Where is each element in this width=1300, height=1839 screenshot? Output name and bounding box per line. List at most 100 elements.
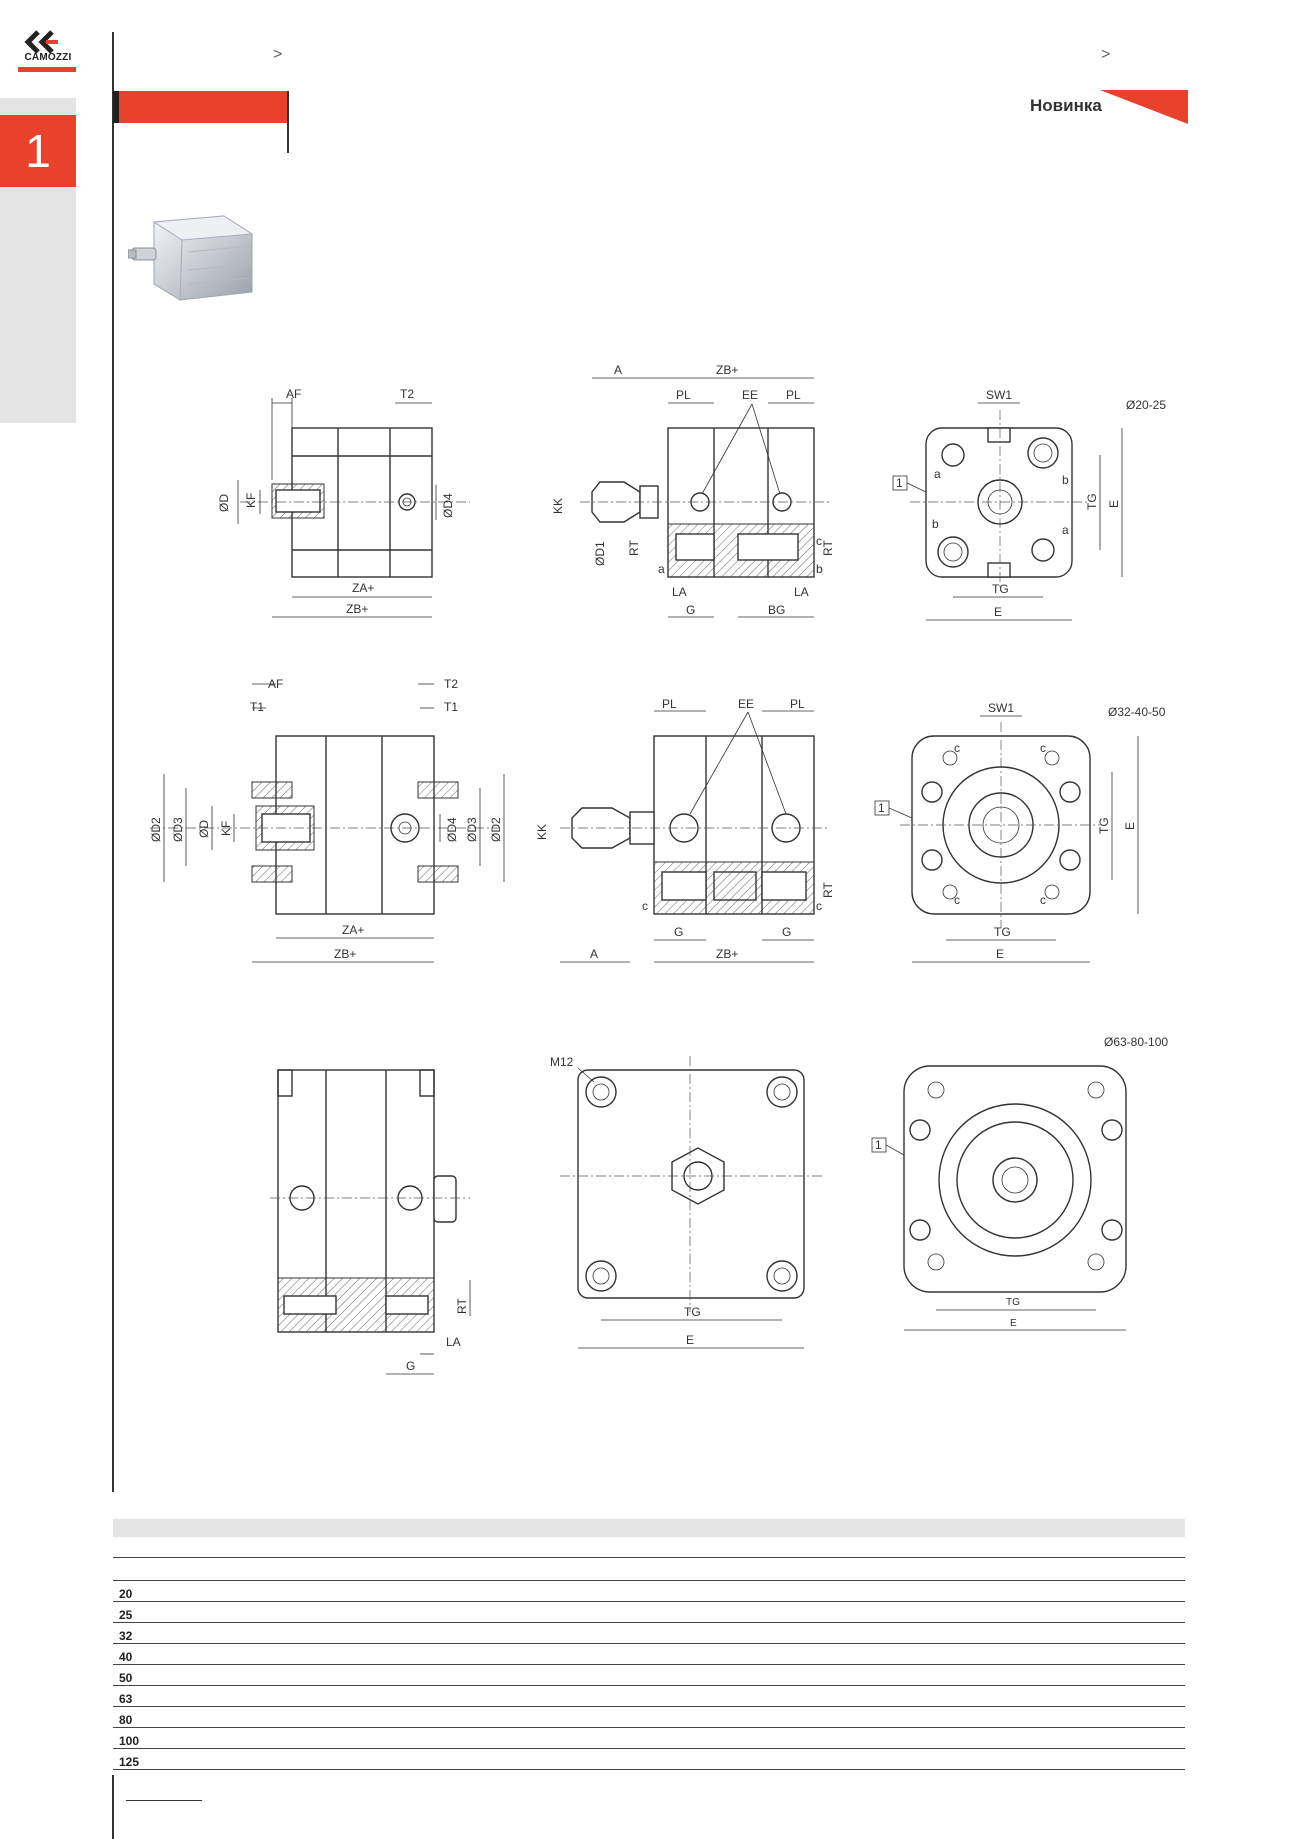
- dim-RT-3: RT: [455, 1298, 469, 1314]
- dim-TG-3: TG: [684, 1305, 701, 1319]
- drawing-front-63-100: Ø63-80-100 1 TG E: [871, 1035, 1168, 1331]
- dim-D2-right: ØD2: [489, 817, 503, 842]
- dim-T1-left: T1: [250, 700, 264, 714]
- drawing-section-32-50: PL EE PL KK RT c c G G A ZB+: [535, 697, 835, 963]
- brand-name[interactable]: CAMOZZI: [24, 52, 72, 63]
- dim-G: G: [686, 603, 695, 617]
- front-port-b2: b: [932, 517, 939, 531]
- port-c-3: c: [954, 893, 960, 907]
- dim-ZB-section: ZB+: [716, 363, 738, 377]
- port-c-right: c: [816, 899, 822, 913]
- dim-RT-right: RT: [821, 540, 835, 556]
- section-banner: [113, 91, 289, 123]
- port-b: b: [816, 562, 823, 576]
- drawing-side-63-100: RT LA G: [270, 1069, 471, 1375]
- dim-TG: TG: [992, 582, 1009, 596]
- dim-A: A: [614, 363, 622, 377]
- dim-RT-left: RT: [627, 540, 641, 556]
- dim-T2: T2: [400, 387, 414, 401]
- drawing-side-20-25: AF T2 ØD KF ØD4 ZA+ ZB+: [217, 387, 470, 618]
- table-subheader: [113, 1537, 1185, 1558]
- drawing-side-32-50: AF T2 T1 T1 ØD2 ØD3 ØD KF ØD4 ØD3 ØD2 ZA…: [149, 677, 505, 963]
- table-row: 50: [113, 1665, 1185, 1686]
- dim-TG-vertical-2: TG: [1097, 817, 1111, 834]
- dim-D: ØD: [217, 494, 231, 512]
- dim-EE-2: EE: [738, 697, 754, 711]
- port-c-left: c: [642, 899, 648, 913]
- dim-BG: BG: [768, 603, 785, 617]
- dim-ZB: ZB+: [346, 602, 368, 616]
- front-port-a2: a: [1062, 523, 1069, 537]
- bore-label-32-50: Ø32-40-50: [1108, 705, 1166, 719]
- dim-E: E: [994, 605, 1002, 619]
- dim-LA-left: LA: [672, 585, 687, 599]
- callout-1-2: 1: [878, 801, 885, 815]
- dim-D4: ØD4: [441, 493, 455, 518]
- dim-TG-2: TG: [994, 925, 1011, 939]
- dim-PL-right: PL: [786, 388, 801, 402]
- dim-E-vertical-2: E: [1123, 822, 1137, 830]
- dim-ZA: ZA+: [352, 581, 374, 595]
- camozzi-ck-logo-icon: [24, 30, 58, 54]
- dim-A-2: A: [590, 947, 598, 961]
- dim-E-vertical: E: [1107, 500, 1121, 508]
- brand-underline: [18, 67, 76, 72]
- dim-G-3: G: [406, 1359, 415, 1373]
- dim-SW1-2: SW1: [988, 701, 1014, 715]
- breadcrumb-chevron-right[interactable]: >: [1101, 46, 1111, 63]
- dim-D3-left: ØD3: [171, 817, 185, 842]
- table-row: 25: [113, 1602, 1185, 1623]
- dim-ZB-section-2: ZB+: [716, 947, 738, 961]
- compact-cylinder-photo: [128, 215, 254, 301]
- bore-label-20-25: Ø20-25: [1126, 398, 1166, 412]
- front-port-a: a: [934, 467, 941, 481]
- dim-D3-right: ØD3: [465, 817, 479, 842]
- table-row: 32: [113, 1623, 1185, 1644]
- breadcrumb-chevron-left[interactable]: >: [273, 46, 283, 63]
- front-port-b: b: [1062, 473, 1069, 487]
- dim-E-3: E: [686, 1333, 694, 1347]
- dim-D4-2: ØD4: [445, 817, 459, 842]
- dim-E-4: E: [1010, 1318, 1017, 1329]
- technical-drawings: AF T2 ØD KF ØD4 ZA+ ZB+ A ZB+ PL EE: [149, 363, 1168, 1375]
- dim-G-right: G: [782, 925, 791, 939]
- dim-AF: AF: [286, 387, 301, 401]
- drawing-section-20-25: A ZB+ PL EE PL KK ØD1 RT RT a b c LA LA …: [551, 363, 835, 618]
- footer-rule: [126, 1800, 202, 1801]
- table-row: 40: [113, 1644, 1185, 1665]
- bore-label-63-100: Ø63-80-100: [1104, 1035, 1168, 1049]
- dim-SW1: SW1: [986, 388, 1012, 402]
- thread-M12: M12: [550, 1055, 574, 1069]
- dim-D2-left: ØD2: [149, 817, 163, 842]
- dim-KF: KF: [244, 493, 258, 508]
- chapter-tab[interactable]: 1: [0, 115, 76, 187]
- dim-PL-left-2: PL: [662, 697, 677, 711]
- dim-ZB-2: ZB+: [334, 947, 356, 961]
- table-row: 80: [113, 1707, 1185, 1728]
- table-subheader-2: [113, 1558, 1185, 1581]
- dim-TG-4: TG: [1006, 1297, 1020, 1308]
- dim-G-left: G: [674, 925, 683, 939]
- page-divider-bottom: [112, 1775, 114, 1839]
- dim-ZA-2: ZA+: [342, 923, 364, 937]
- port-c-2: c: [1040, 741, 1046, 755]
- dim-AF-2: AF: [268, 677, 283, 691]
- dim-T2-2: T2: [444, 677, 458, 691]
- new-badge-label: Новинка: [1030, 96, 1102, 115]
- table-row: 20: [113, 1581, 1185, 1602]
- new-badge-triangle-icon: [1100, 90, 1188, 124]
- dim-KK-2: KK: [535, 824, 549, 840]
- dim-T1-right: T1: [444, 700, 458, 714]
- dim-LA-right: LA: [794, 585, 809, 599]
- dim-D1: ØD1: [593, 541, 607, 566]
- table-row: 125: [113, 1749, 1185, 1770]
- port-c-4: c: [1040, 893, 1046, 907]
- dim-D-2: ØD: [197, 820, 211, 838]
- dim-LA-3: LA: [446, 1335, 461, 1349]
- port-c-1: c: [954, 741, 960, 755]
- table-row: 100: [113, 1728, 1185, 1749]
- dim-EE: EE: [742, 388, 758, 402]
- callout-1-3: 1: [875, 1138, 882, 1152]
- port-a: a: [658, 562, 665, 576]
- section-banner-edge: [113, 91, 119, 123]
